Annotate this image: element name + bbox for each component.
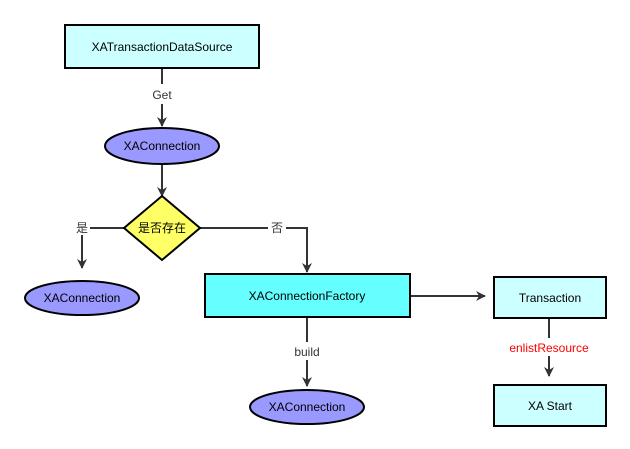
node-label: XAConnection <box>124 139 201 153</box>
node-xa-connection-left[interactable]: XAConnection <box>24 280 140 316</box>
node-xa-connection-bottom[interactable]: XAConnection <box>249 389 365 425</box>
node-xa-start[interactable]: XA Start <box>493 384 607 427</box>
node-label: Transaction <box>519 291 581 305</box>
node-xa-connection-factory[interactable]: XAConnectionFactory <box>204 273 411 318</box>
node-transaction[interactable]: Transaction <box>493 276 607 319</box>
node-label: XAConnection <box>44 291 121 305</box>
node-label: XATransactionDataSource <box>92 40 233 54</box>
node-xa-connection-top[interactable]: XAConnection <box>104 127 220 165</box>
edge-label-get: Get <box>152 88 172 102</box>
node-label: XA Start <box>528 399 573 413</box>
edge-no <box>200 227 312 273</box>
node-label: XAConnection <box>269 400 346 414</box>
node-decision-exists[interactable]: 是否存在 <box>122 194 202 262</box>
edge-label-enlist: enlistResource <box>509 341 589 355</box>
node-xa-transaction-datasource[interactable]: XATransactionDataSource <box>64 24 260 69</box>
edge-label-no: 否 <box>271 221 283 235</box>
node-label: XAConnectionFactory <box>249 289 366 303</box>
nodes: XATransactionDataSource XAConnection 是否存… <box>24 24 607 427</box>
edge-label-build: build <box>294 345 319 359</box>
edges: Get 是 否 build enlistResource <box>74 68 589 387</box>
node-label: 是否存在 <box>138 221 186 235</box>
edge-label-yes: 是 <box>76 221 88 235</box>
